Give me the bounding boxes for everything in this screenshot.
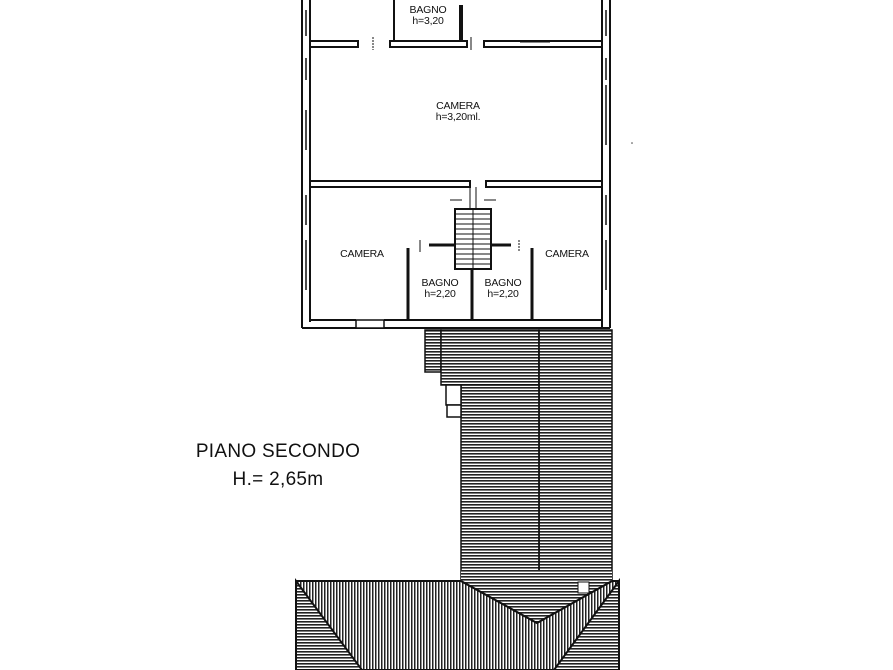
room-height: h=3,20ml. bbox=[435, 111, 481, 124]
floor-height: H.= 2,65m bbox=[232, 468, 324, 490]
room-label-camera-right: CAMERA bbox=[545, 248, 589, 260]
room-name: BAGNO bbox=[421, 277, 459, 289]
exterior-walls bbox=[301, 0, 611, 329]
room-name: CAMERA bbox=[340, 248, 384, 260]
lower-roof bbox=[295, 570, 620, 670]
room-label-camera-main: CAMERA h=3,20ml. bbox=[435, 100, 481, 124]
room-label-bagno-top: BAGNO h=3,20 bbox=[409, 4, 447, 28]
staircase bbox=[450, 187, 496, 270]
room-label-camera-left: CAMERA bbox=[340, 248, 384, 260]
room-name: CAMERA bbox=[545, 248, 589, 260]
interior-walls bbox=[309, 0, 603, 188]
windows bbox=[305, 10, 607, 329]
door-marks bbox=[372, 37, 550, 50]
bathroom-walls bbox=[406, 240, 534, 320]
room-name: BAGNO bbox=[409, 4, 447, 16]
room-label-bagno-right: BAGNO h=2,20 bbox=[484, 277, 522, 301]
room-height: h=2,20 bbox=[487, 288, 519, 301]
room-label-bagno-left: BAGNO h=2,20 bbox=[421, 277, 459, 301]
room-height: h=2,20 bbox=[424, 288, 456, 301]
floor-title: PIANO SECONDO H.= 2,65m bbox=[196, 442, 360, 490]
room-name: BAGNO bbox=[484, 277, 522, 289]
room-name: CAMERA bbox=[436, 100, 480, 112]
roof-terrace bbox=[424, 329, 613, 670]
room-height: h=3,20 bbox=[412, 15, 444, 28]
floor-name: PIANO SECONDO bbox=[195, 441, 361, 462]
